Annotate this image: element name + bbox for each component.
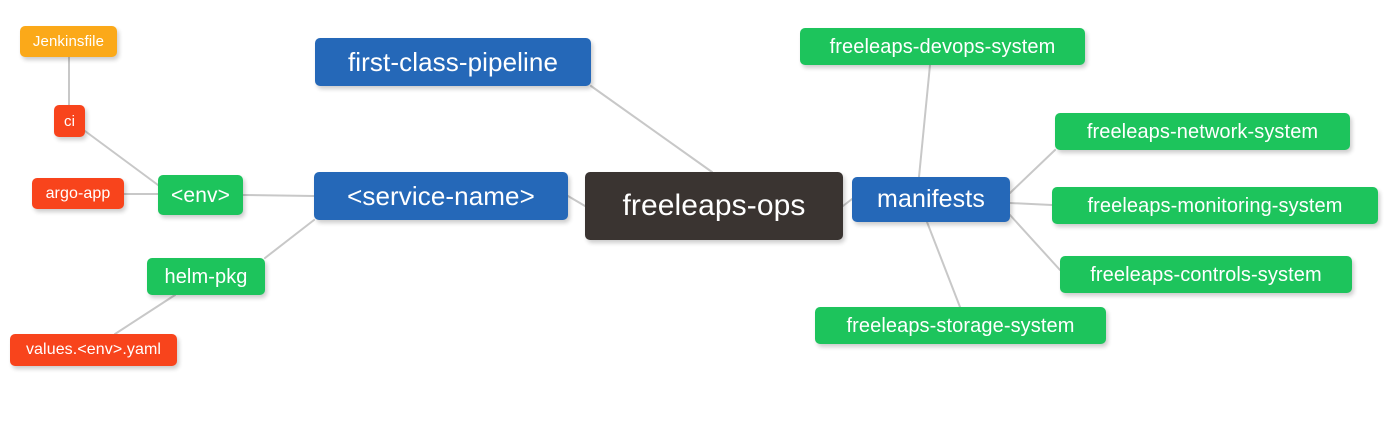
node-label-freeleaps-network-system: freeleaps-network-system — [1086, 120, 1319, 143]
edge-manifests-to-freeleaps-controls-system — [1009, 214, 1061, 271]
node-label-helm-pkg: helm-pkg — [164, 265, 248, 288]
edge-freeleaps-ops-to-manifests — [842, 198, 853, 207]
node-jenkinsfile[interactable]: Jenkinsfile — [20, 26, 117, 57]
node-ci[interactable]: ci — [54, 105, 85, 137]
node-helm-pkg[interactable]: helm-pkg — [147, 258, 265, 295]
node-freeleaps-ops[interactable]: freeleaps-ops — [585, 172, 843, 240]
node-label-manifests: manifests — [877, 185, 985, 213]
node-first-class-pipeline[interactable]: first-class-pipeline — [315, 38, 591, 86]
node-label-freeleaps-controls-system: freeleaps-controls-system — [1090, 263, 1322, 286]
node-label-freeleaps-storage-system: freeleaps-storage-system — [846, 314, 1075, 337]
node-label-jenkinsfile: Jenkinsfile — [32, 33, 105, 50]
node-env[interactable]: <env> — [158, 175, 243, 215]
node-label-freeleaps-devops-system: freeleaps-devops-system — [829, 35, 1056, 58]
node-label-first-class-pipeline: first-class-pipeline — [347, 47, 559, 77]
edge-env-to-ci — [84, 130, 159, 186]
edge-freeleaps-ops-to-first-class-pipeline — [590, 85, 713, 173]
node-label-ci: ci — [63, 112, 76, 130]
edge-freeleaps-ops-to-service-name — [567, 195, 586, 207]
node-freeleaps-devops-system[interactable]: freeleaps-devops-system — [800, 28, 1085, 65]
node-freeleaps-storage-system[interactable]: freeleaps-storage-system — [815, 307, 1106, 344]
node-freeleaps-controls-system[interactable]: freeleaps-controls-system — [1060, 256, 1352, 293]
node-manifests[interactable]: manifests — [852, 177, 1010, 222]
edge-manifests-to-freeleaps-monitoring-system — [1009, 202, 1053, 206]
node-label-argo-app: argo-app — [45, 184, 111, 202]
edge-service-name-to-env — [242, 194, 315, 197]
node-freeleaps-monitoring-system[interactable]: freeleaps-monitoring-system — [1052, 187, 1378, 224]
node-label-freeleaps-ops: freeleaps-ops — [622, 189, 806, 222]
node-argo-app[interactable]: argo-app — [32, 178, 124, 209]
node-label-freeleaps-monitoring-system: freeleaps-monitoring-system — [1087, 194, 1343, 217]
edge-manifests-to-freeleaps-network-system — [1009, 149, 1056, 194]
node-label-service-name: <service-name> — [347, 181, 535, 211]
edge-helm-pkg-to-values-env-yaml — [114, 294, 176, 335]
node-values-env-yaml[interactable]: values.<env>.yaml — [10, 334, 177, 366]
node-service-name[interactable]: <service-name> — [314, 172, 568, 220]
node-label-env: <env> — [171, 183, 230, 207]
edge-manifests-to-freeleaps-devops-system — [918, 64, 931, 178]
edge-service-name-to-helm-pkg — [264, 219, 315, 259]
node-freeleaps-network-system[interactable]: freeleaps-network-system — [1055, 113, 1350, 150]
edge-manifests-to-freeleaps-storage-system — [926, 221, 961, 308]
node-label-values-env-yaml: values.<env>.yaml — [25, 341, 162, 358]
